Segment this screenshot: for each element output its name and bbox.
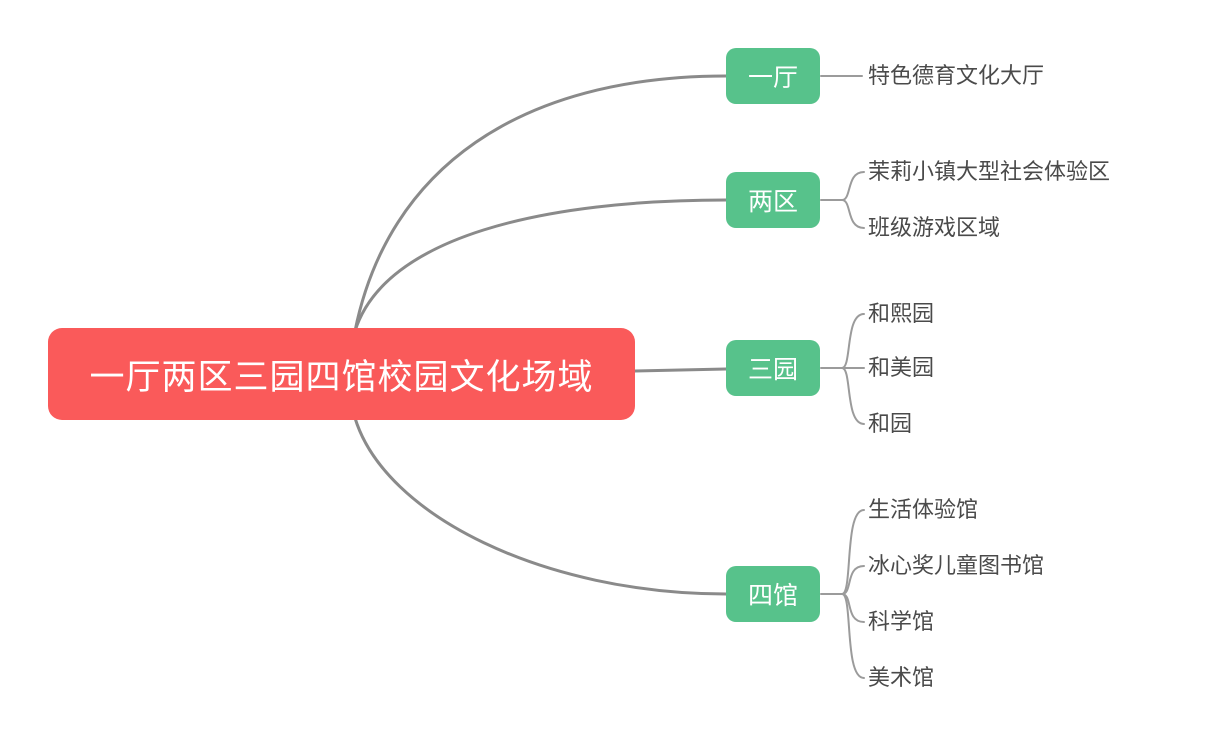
branch-node-label: 三园 — [747, 356, 798, 384]
leaf-label[interactable]: 和熙园 — [868, 301, 935, 326]
edge-root-to-branch-two-zones — [353, 198, 728, 333]
leaf-label[interactable]: 班级游戏区域 — [868, 215, 1001, 240]
branch-node-label: 一厅 — [747, 64, 798, 92]
edge-four-halls-leaf-1 — [841, 509, 865, 595]
edge-two-zones-leaf-1 — [841, 171, 865, 201]
leaf-label[interactable]: 和园 — [868, 411, 913, 436]
branch-node-four-halls[interactable]: 四馆 — [726, 566, 820, 622]
root-node[interactable]: 一厅两区三园四馆校园文化场域 — [48, 328, 635, 420]
edge-three-gardens-leaf-1 — [841, 313, 865, 369]
branch-node-two-zones[interactable]: 两区 — [726, 172, 820, 228]
leaf-label[interactable]: 冰心奖儿童图书馆 — [868, 553, 1045, 578]
edge-three-gardens-leaf-3 — [841, 367, 865, 425]
branch-node-label: 两区 — [747, 188, 798, 216]
leaf-label[interactable]: 科学馆 — [868, 609, 935, 634]
edge-root-to-branch-four-halls — [353, 416, 728, 596]
edge-root-to-branch-one-hall — [353, 74, 728, 333]
leaf-label[interactable]: 生活体验馆 — [868, 497, 979, 522]
leaf-label[interactable]: 和美园 — [868, 355, 935, 380]
edge-four-halls-leaf-4 — [841, 593, 865, 679]
leaf-label[interactable]: 茉莉小镇大型社会体验区 — [868, 159, 1111, 184]
leaf-label[interactable]: 美术馆 — [868, 665, 935, 690]
leaf-label[interactable]: 特色德育文化大厅 — [868, 63, 1045, 88]
branch-node-one-hall[interactable]: 一厅 — [726, 48, 820, 104]
edge-root-to-branch-three-gardens — [633, 367, 728, 373]
edge-four-halls-leaf-2 — [841, 565, 865, 595]
branch-node-three-gardens[interactable]: 三园 — [726, 340, 820, 396]
edge-two-zones-leaf-2 — [841, 199, 865, 229]
branch-node-label: 四馆 — [747, 582, 798, 610]
root-node-label: 一厅两区三园四馆校园文化场域 — [89, 357, 594, 397]
